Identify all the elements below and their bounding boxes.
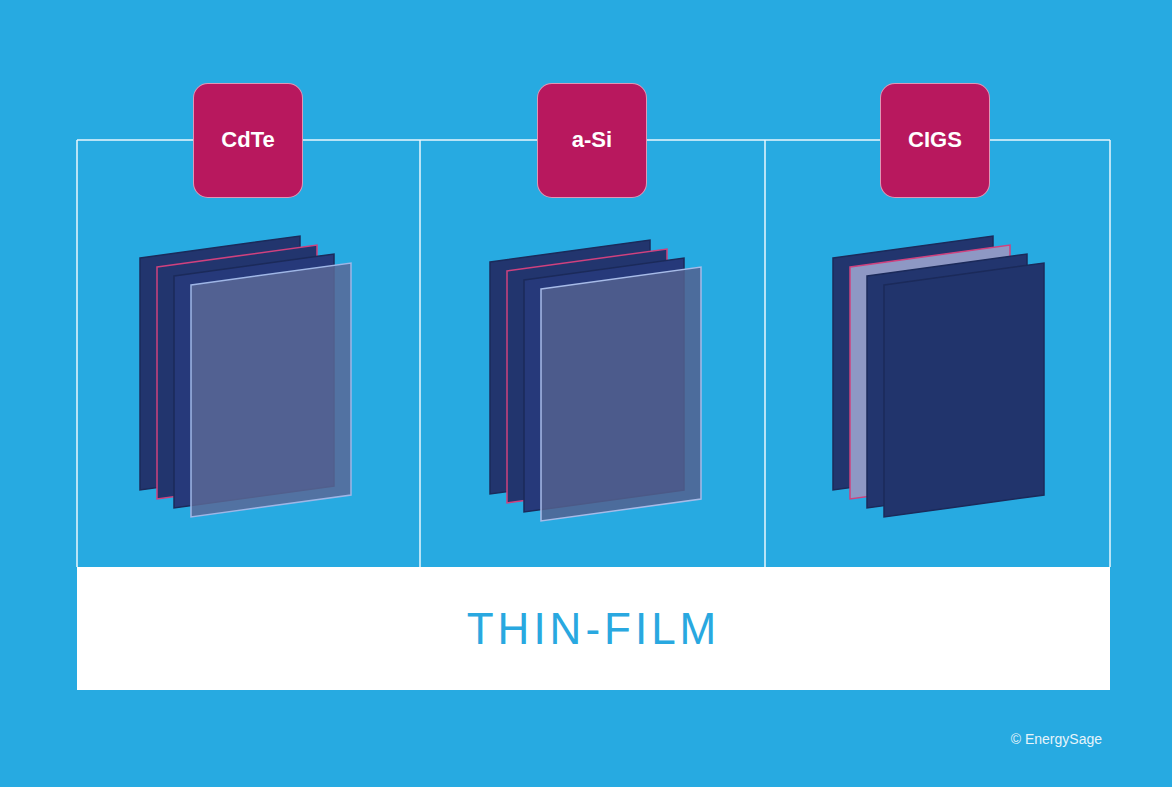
material-tag: CdTe <box>193 83 303 198</box>
material-tag: CIGS <box>880 83 990 198</box>
material-tag: a-Si <box>537 83 647 198</box>
material-name: CIGS <box>908 127 962 153</box>
film-layer <box>191 263 351 517</box>
watermark: © EnergySage <box>1011 731 1102 747</box>
title-band: THIN-FILM <box>77 567 1110 690</box>
material-name: CdTe <box>221 127 274 153</box>
material-name: a-Si <box>572 127 612 153</box>
film-layer <box>884 263 1044 517</box>
frame-lines <box>77 140 1110 567</box>
panel-stacks <box>140 236 1044 521</box>
film-layer <box>541 267 701 521</box>
category-title: THIN-FILM <box>467 604 721 654</box>
